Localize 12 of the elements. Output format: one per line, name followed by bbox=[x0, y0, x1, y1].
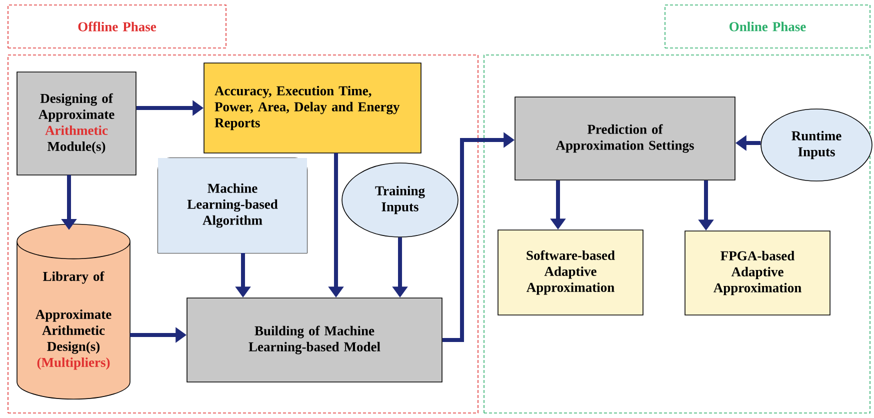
phase-label-box: Offline Phase bbox=[8, 4, 226, 48]
report-box: Accuracy, Execution Time, Power, Area, Delay and Energy Reports bbox=[204, 62, 422, 154]
dashed-region bbox=[8, 54, 478, 414]
output-box: Software-based Adaptive Approximation bbox=[498, 230, 644, 316]
output-box: FPGA-based Adaptive Approximation bbox=[684, 230, 830, 316]
process-box: Prediction of Approximation Settings bbox=[514, 96, 736, 180]
library-cylinder: Library of Approximate Arithmetic Design(s) (Multipliers) bbox=[16, 224, 130, 400]
process-box: Designing of Approximate Arithmetic Module(s) bbox=[16, 72, 136, 176]
dashed-region bbox=[484, 54, 870, 414]
phase-label-box: Online Phase bbox=[664, 4, 870, 48]
process-box: Building of Machine Learning-based Model bbox=[186, 298, 442, 382]
algorithm-box: Machine Learning-based Algorithm bbox=[158, 158, 308, 254]
